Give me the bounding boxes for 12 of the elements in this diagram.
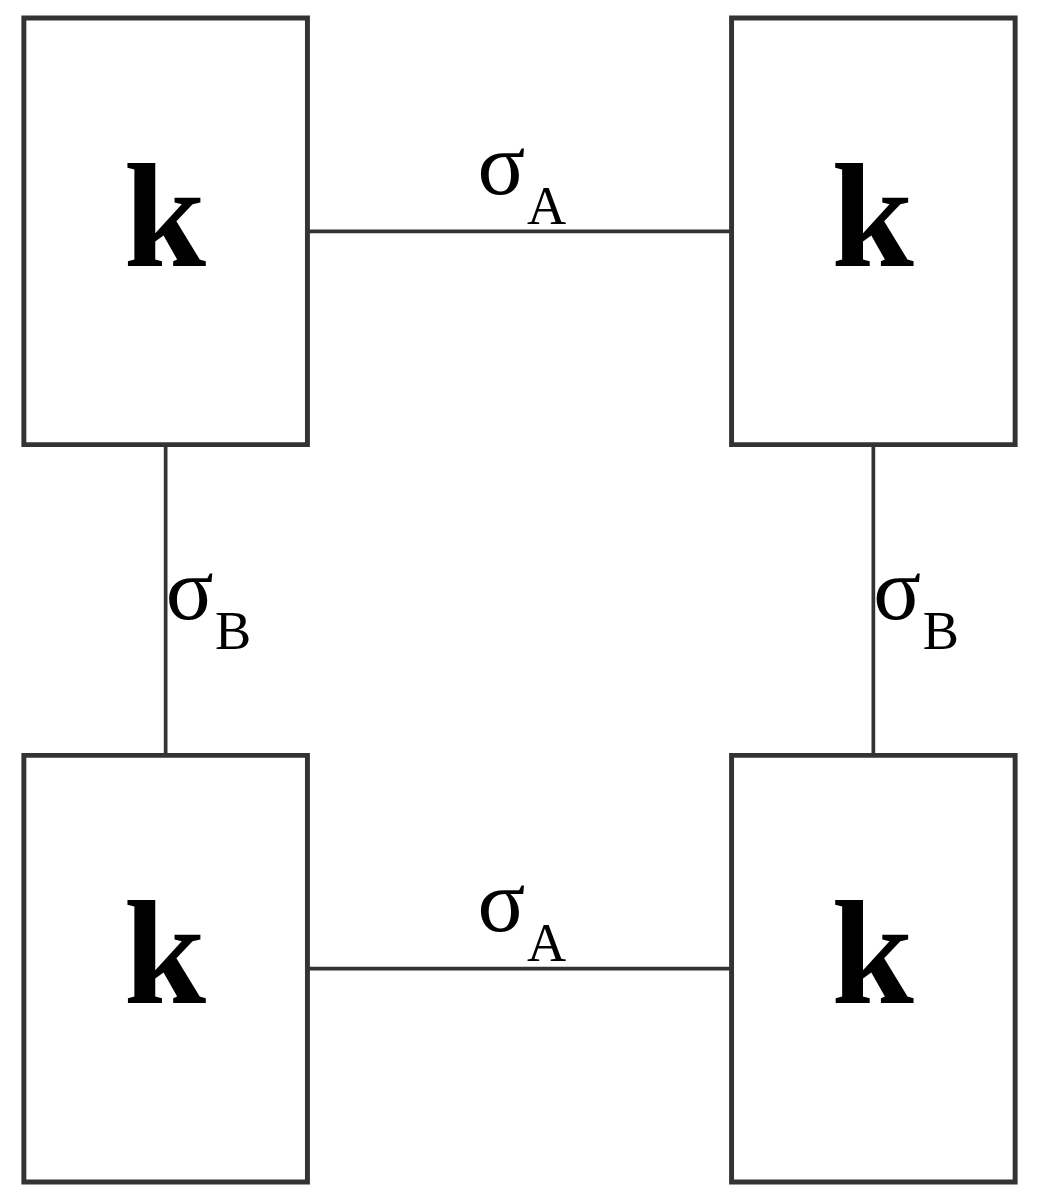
node-box: k	[21, 752, 310, 1185]
node-box: k	[21, 15, 310, 448]
node-box: k	[729, 15, 1018, 448]
node-box: k	[729, 752, 1018, 1185]
connector	[163, 444, 168, 755]
edge-label: σ$_{B}$	[165, 540, 252, 662]
edge-label: σ$_{A}$	[477, 852, 567, 974]
connector	[308, 966, 732, 971]
edge-label: σ$_{B}$	[873, 540, 959, 662]
connector	[871, 444, 876, 755]
connector	[308, 229, 732, 234]
edge-label: σ$_{A}$	[477, 114, 567, 236]
